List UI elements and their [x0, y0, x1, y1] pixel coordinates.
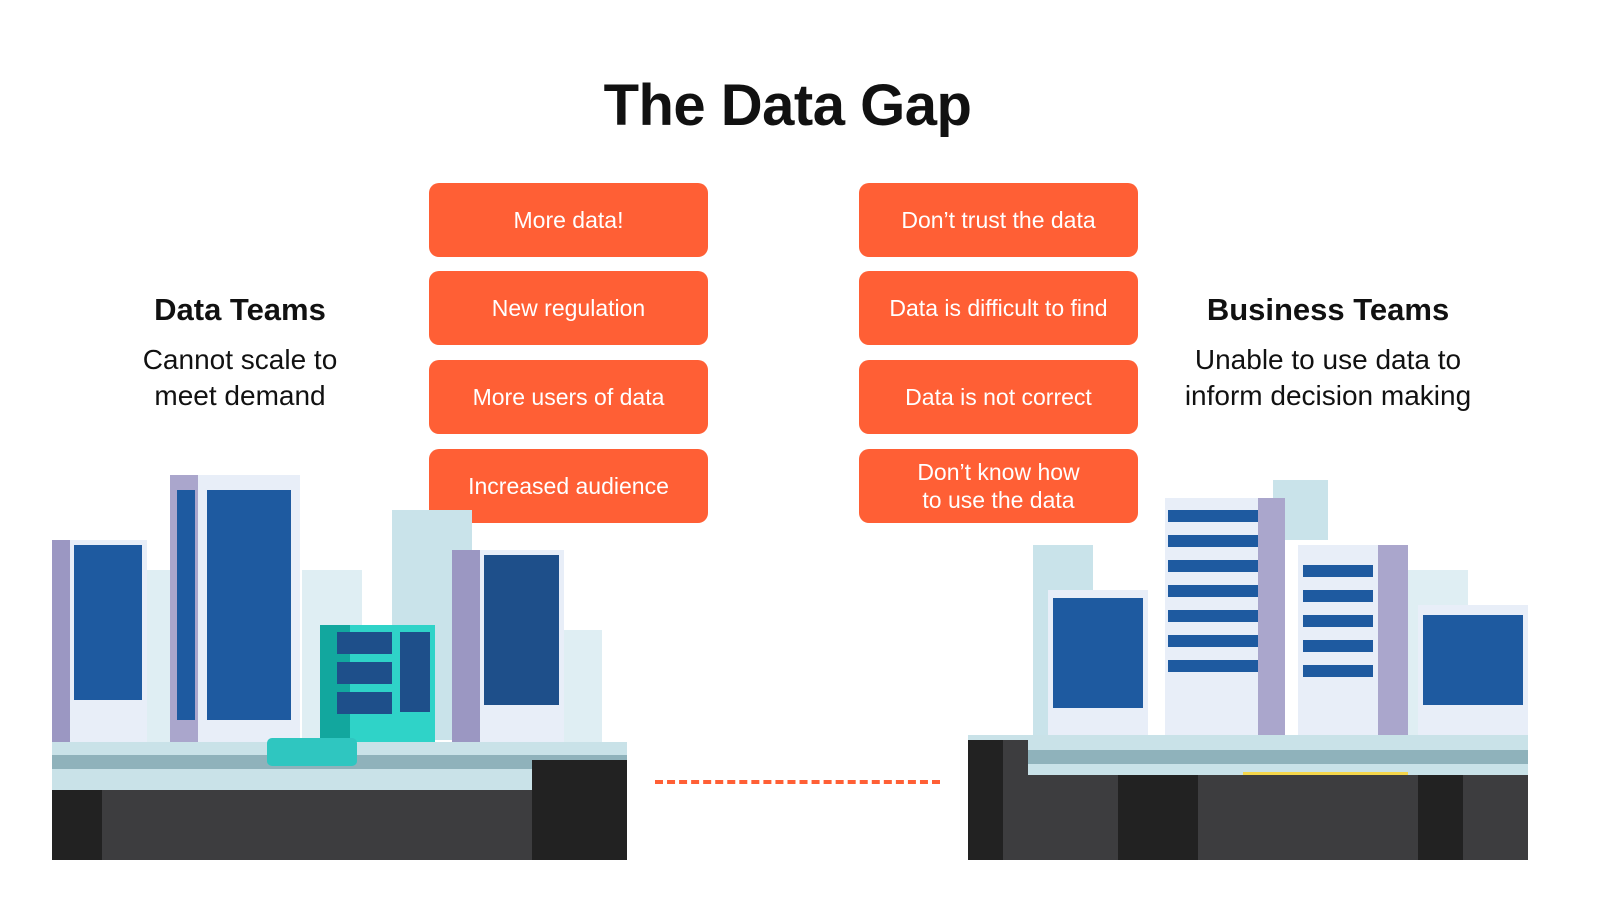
- data-teams-cityscape: [52, 475, 627, 860]
- slide-title: The Data Gap: [603, 73, 972, 138]
- business-teams-panel: Business Teams Unable to use data to inf…: [1118, 292, 1538, 414]
- problem-box: Don’t trust the data: [859, 183, 1138, 257]
- problem-box: Don’t know how to use the data: [859, 449, 1138, 523]
- data-teams-subtitle: Cannot scale to meet demand: [142, 344, 338, 411]
- problem-box: Data is difficult to find: [859, 271, 1138, 345]
- pressure-box: More users of data: [429, 360, 708, 434]
- pressure-box: Increased audience: [429, 449, 708, 523]
- problem-box: Data is not correct: [859, 360, 1138, 434]
- data-teams-heading: Data Teams: [154, 292, 326, 327]
- pressure-box: More data!: [429, 183, 708, 257]
- pressure-box: New regulation: [429, 271, 708, 345]
- business-teams-heading: Business Teams: [1206, 292, 1450, 327]
- gap-dashed-line: [655, 780, 940, 784]
- business-teams-cityscape: [968, 480, 1528, 860]
- data-teams-panel: Data Teams Cannot scale to meet demand: [30, 292, 450, 414]
- business-teams-subtitle: Unable to use data to inform decision ma…: [1184, 344, 1472, 411]
